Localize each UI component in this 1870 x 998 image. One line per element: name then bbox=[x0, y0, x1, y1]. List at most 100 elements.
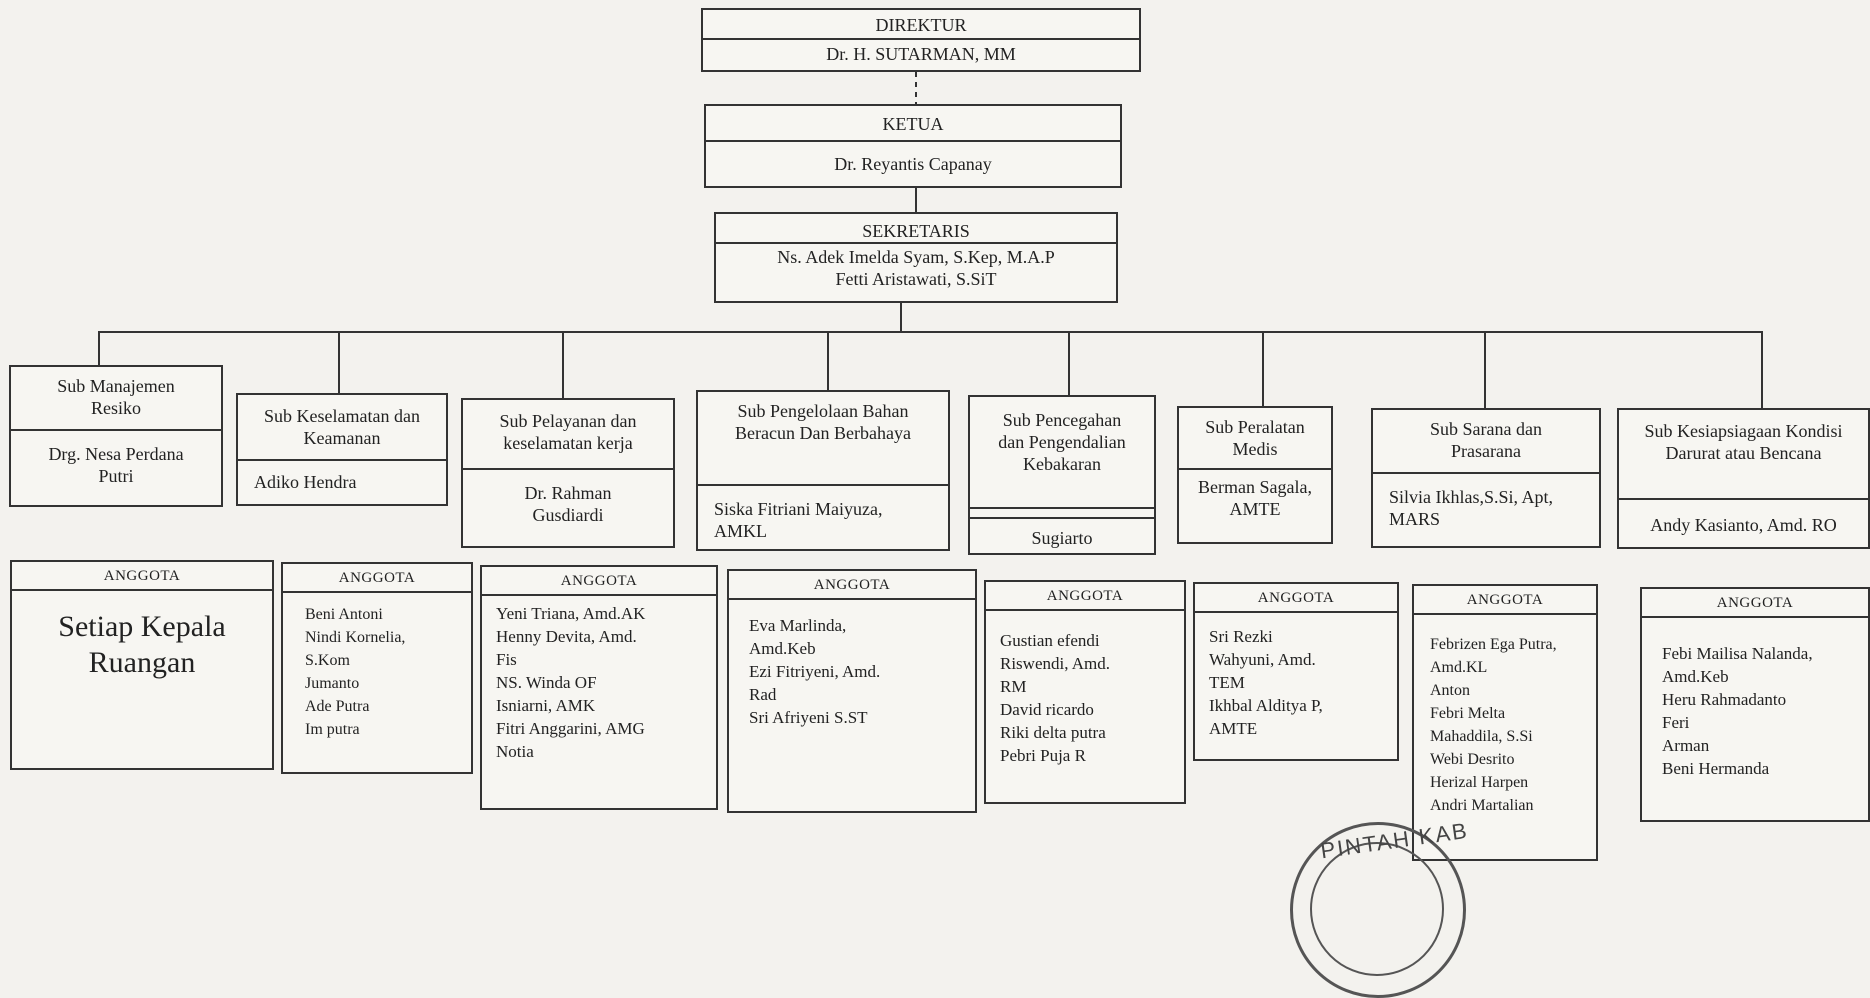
anggota-title-4: ANGGOTA bbox=[729, 571, 975, 600]
sub-box-5: Sub Pencegahan dan Pengendalian Kebakara… bbox=[968, 395, 1156, 555]
member-4-0: Eva Marlinda, bbox=[749, 616, 847, 635]
member-7-0: Febrizen Ega Putra, bbox=[1430, 636, 1557, 653]
member-5-1: Riswendi, Amd. bbox=[1000, 654, 1111, 673]
anggota-title-2: ANGGOTA bbox=[283, 564, 471, 593]
member-3-4: Isniarni, AMK bbox=[496, 696, 596, 715]
member-8-5: Beni Hermanda bbox=[1662, 759, 1770, 778]
member-7-3: Febri Melta bbox=[1430, 705, 1506, 722]
member-7-5: Webi Desrito bbox=[1430, 751, 1515, 768]
sub-title-8: Sub Kesiapsiagaan Kondisi Darurat atau B… bbox=[1619, 410, 1868, 500]
drop-8 bbox=[1761, 331, 1763, 408]
member-2-3: Jumanto bbox=[305, 675, 360, 692]
member-6-0: Sri Rezki bbox=[1209, 627, 1273, 646]
sub-box-7: Sub Sarana dan Prasarana Silvia Ikhlas,S… bbox=[1371, 408, 1601, 548]
member-4-4: Sri Afriyeni S.ST bbox=[749, 708, 868, 727]
anggota-box-1: ANGGOTA Setiap Kepala Ruangan bbox=[10, 560, 274, 770]
member-2-5: Im putra bbox=[305, 721, 360, 738]
sub-title-7: Sub Sarana dan Prasarana bbox=[1373, 410, 1599, 474]
sub-title-1: Sub Manajemen Resiko bbox=[11, 367, 221, 431]
member-5-3: David ricardo bbox=[1000, 700, 1094, 719]
anggota-list-2: Beni Antoni Nindi Kornelia, S.Kom Jumant… bbox=[283, 593, 471, 741]
member-5-5: Pebri Puja R bbox=[1000, 746, 1086, 765]
sub-person-3: Dr. Rahman Gusdiardi bbox=[524, 483, 612, 525]
member-6-3: Ikhbal Alditya P, bbox=[1209, 696, 1323, 715]
sub-box-8: Sub Kesiapsiagaan Kondisi Darurat atau B… bbox=[1617, 408, 1870, 549]
member-3-0: Yeni Triana, Amd.AK bbox=[496, 604, 646, 623]
ketua-title: KETUA bbox=[706, 106, 1120, 142]
anggota-list-8: Febi Mailisa Nalanda, Amd.Keb Heru Rahma… bbox=[1642, 618, 1868, 780]
ketua-name: Dr. Reyantis Capanay bbox=[834, 154, 992, 174]
anggota-title-6: ANGGOTA bbox=[1195, 584, 1397, 613]
member-2-4: Ade Putra bbox=[305, 698, 370, 715]
connector-ketua-sekretaris bbox=[915, 187, 917, 212]
member-7-2: Anton bbox=[1430, 682, 1470, 699]
connector-direktur-ketua bbox=[915, 72, 917, 104]
anggota-title-1: ANGGOTA bbox=[12, 562, 272, 591]
sub-person-8: Andy Kasianto, Amd. RO bbox=[1650, 515, 1837, 535]
drop-5 bbox=[1068, 331, 1070, 395]
drop-4 bbox=[827, 331, 829, 390]
anggota-list-7: Febrizen Ega Putra, Amd.KL Anton Febri M… bbox=[1414, 615, 1596, 817]
member-3-3: NS. Winda OF bbox=[496, 673, 597, 692]
anggota-box-6: ANGGOTA Sri Rezki Wahyuni, Amd. TEM Ikhb… bbox=[1193, 582, 1399, 761]
drop-1 bbox=[98, 331, 100, 365]
anggota-title-7: ANGGOTA bbox=[1414, 586, 1596, 615]
anggota-member-1-0: Setiap Kepala Ruangan bbox=[58, 610, 226, 679]
sub-box-2: Sub Keselamatan dan Keamanan Adiko Hendr… bbox=[236, 393, 448, 506]
member-8-1: Amd.Keb bbox=[1662, 667, 1729, 686]
sub-person-2: Adiko Hendra bbox=[254, 472, 357, 492]
sub-title-2: Sub Keselamatan dan Keamanan bbox=[238, 395, 446, 461]
drop-6 bbox=[1262, 331, 1264, 406]
sub-person-6: Berman Sagala, AMTE bbox=[1198, 477, 1312, 519]
sub-person-5: Sugiarto bbox=[1031, 528, 1093, 548]
direktur-name: Dr. H. SUTARMAN, MM bbox=[826, 44, 1016, 64]
connector-horizontal-bus bbox=[98, 331, 1763, 333]
sekretaris-name-1: Ns. Adek Imelda Syam, S.Kep, M.A.P bbox=[777, 247, 1055, 267]
member-6-4: AMTE bbox=[1209, 719, 1258, 738]
sub-person-7: Silvia Ikhlas,S.Si, Apt, MARS bbox=[1389, 487, 1554, 529]
sub-box-1: Sub Manajemen Resiko Drg. Nesa Perdana P… bbox=[9, 365, 223, 507]
sub-title-4: Sub Pengelolaan Bahan Beracun Dan Berbah… bbox=[698, 392, 948, 486]
member-4-3: Rad bbox=[749, 685, 777, 704]
drop-7 bbox=[1484, 331, 1486, 408]
member-3-6: Notia bbox=[496, 742, 534, 761]
anggota-title-3: ANGGOTA bbox=[482, 567, 716, 596]
anggota-list-4: Eva Marlinda, Amd.Keb Ezi Fitriyeni, Amd… bbox=[729, 600, 975, 729]
anggota-title-5: ANGGOTA bbox=[986, 582, 1184, 611]
sub-box-3: Sub Pelayanan dan keselamatan kerja Dr. … bbox=[461, 398, 675, 548]
sub-divider-5 bbox=[970, 509, 1154, 519]
member-7-6: Herizal Harpen bbox=[1430, 774, 1529, 791]
anggota-list-5: Gustian efendi Riswendi, Amd. RM David r… bbox=[986, 611, 1184, 767]
member-4-1: Amd.Keb bbox=[749, 639, 816, 658]
member-2-2: S.Kom bbox=[305, 652, 350, 669]
member-2-0: Beni Antoni bbox=[305, 606, 383, 623]
sub-title-5: Sub Pencegahan dan Pengendalian Kebakara… bbox=[970, 397, 1154, 509]
member-4-2: Ezi Fitriyeni, Amd. bbox=[749, 662, 881, 681]
anggota-box-8: ANGGOTA Febi Mailisa Nalanda, Amd.Keb He… bbox=[1640, 587, 1870, 822]
member-6-2: TEM bbox=[1209, 673, 1245, 692]
member-2-1: Nindi Kornelia, bbox=[305, 629, 406, 646]
member-8-2: Heru Rahmadanto bbox=[1662, 690, 1787, 709]
anggota-box-5: ANGGOTA Gustian efendi Riswendi, Amd. RM… bbox=[984, 580, 1186, 804]
anggota-title-8: ANGGOTA bbox=[1642, 589, 1868, 618]
member-3-1: Henny Devita, Amd. bbox=[496, 627, 637, 646]
direktur-title: DIREKTUR bbox=[703, 10, 1139, 40]
anggota-box-4: ANGGOTA Eva Marlinda, Amd.Keb Ezi Fitriy… bbox=[727, 569, 977, 813]
anggota-list-3: Yeni Triana, Amd.AK Henny Devita, Amd. F… bbox=[482, 596, 716, 763]
sub-title-3: Sub Pelayanan dan keselamatan kerja bbox=[463, 400, 673, 470]
sekretaris-title: SEKRETARIS bbox=[716, 214, 1116, 244]
member-3-2: Fis bbox=[496, 650, 517, 669]
sekretaris-name-2: Fetti Aristawati, S.SiT bbox=[835, 269, 997, 289]
member-7-4: Mahaddila, S.Si bbox=[1430, 728, 1533, 745]
member-3-5: Fitri Anggarini, AMG bbox=[496, 719, 645, 738]
member-6-1: Wahyuni, Amd. bbox=[1209, 650, 1316, 669]
direktur-box: DIREKTUR Dr. H. SUTARMAN, MM bbox=[701, 8, 1141, 72]
member-5-4: Riki delta putra bbox=[1000, 723, 1106, 742]
sub-box-4: Sub Pengelolaan Bahan Beracun Dan Berbah… bbox=[696, 390, 950, 551]
member-8-0: Febi Mailisa Nalanda, bbox=[1662, 644, 1813, 663]
ketua-box: KETUA Dr. Reyantis Capanay bbox=[704, 104, 1122, 188]
member-8-4: Arman bbox=[1662, 736, 1710, 755]
anggota-list-6: Sri Rezki Wahyuni, Amd. TEM Ikhbal Aldit… bbox=[1195, 613, 1397, 740]
member-8-3: Feri bbox=[1662, 713, 1690, 732]
anggota-box-2: ANGGOTA Beni Antoni Nindi Kornelia, S.Ko… bbox=[281, 562, 473, 774]
